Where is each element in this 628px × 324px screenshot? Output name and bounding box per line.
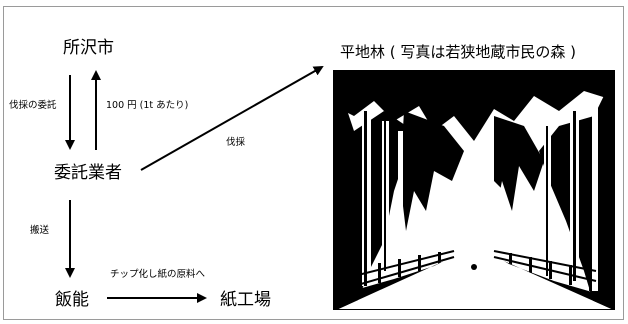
node-contractor: 委託業者: [54, 163, 122, 183]
node-hanno: 飯能: [55, 290, 89, 310]
arrow-contractor-to-forest: [140, 66, 324, 171]
label-transport: 搬送: [30, 225, 50, 236]
forest-photo: [333, 70, 615, 310]
label-payment: 100 円 (1t あたり): [106, 100, 189, 111]
label-cutting-commission: 伐採の委託: [9, 100, 57, 111]
node-tokorozawa: 所沢市: [63, 38, 114, 58]
label-chips: チップ化し紙の原料へ: [110, 269, 206, 280]
node-paper-mill: 紙工場: [220, 290, 271, 310]
forest-path-image: [334, 71, 614, 309]
label-cutting: 伐採: [226, 137, 246, 148]
photo-title: 平地林 ( 写真は若狭地蔵市民の森 ): [340, 43, 577, 61]
